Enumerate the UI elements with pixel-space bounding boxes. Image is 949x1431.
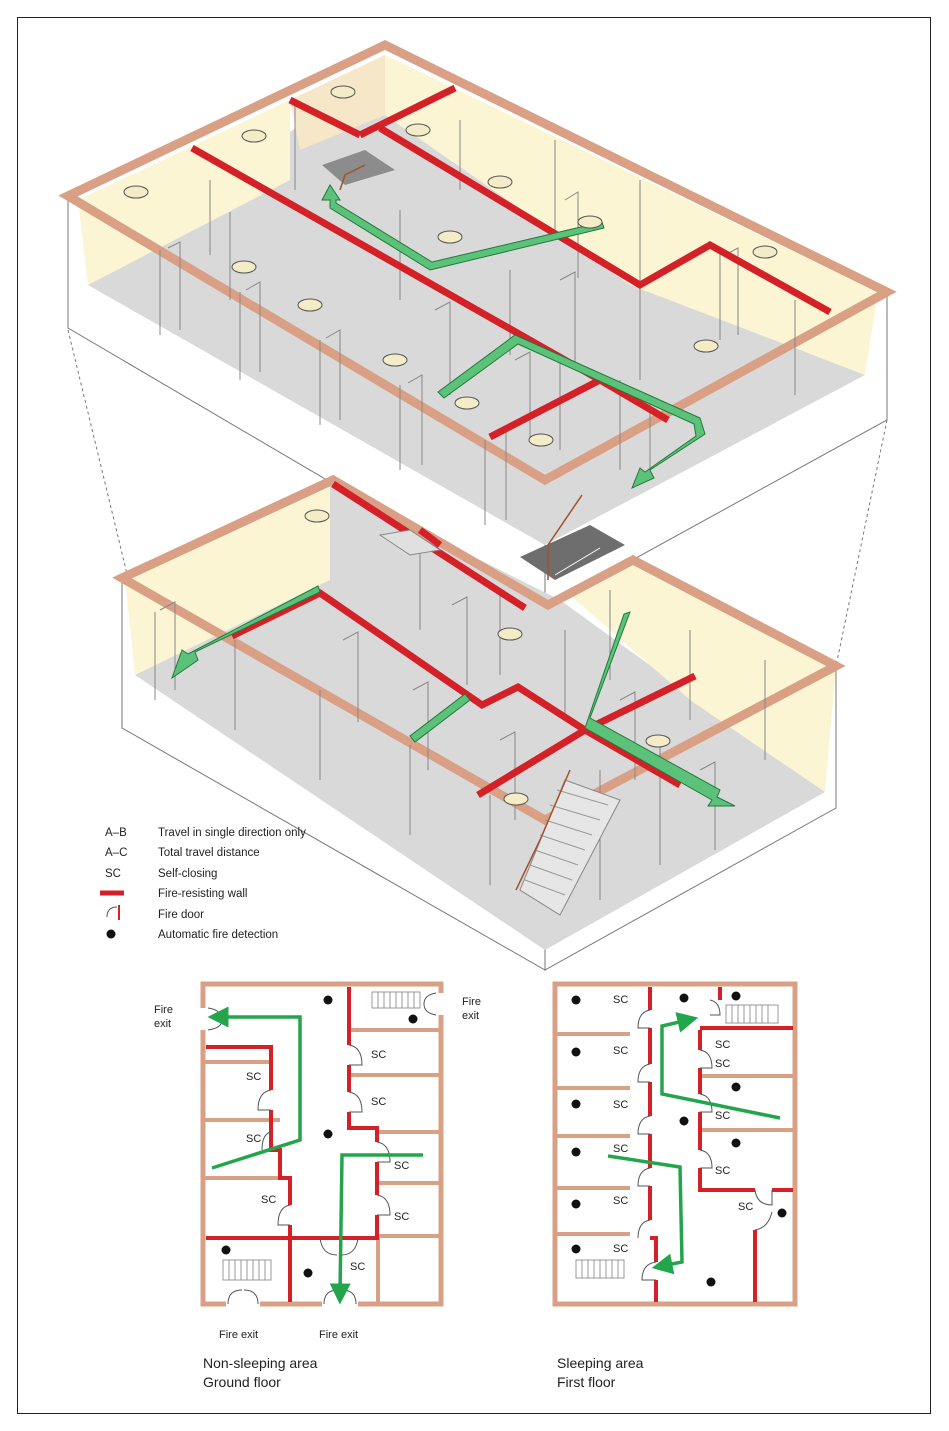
upper-floor-3d	[58, 40, 897, 667]
first-floor-detectors	[571, 991, 787, 1287]
fire-exit-right-label-2: exit	[462, 1010, 479, 1022]
sc-label: SC	[613, 1143, 628, 1155]
sc-label: SC	[613, 1195, 628, 1207]
legend-key-ac: A–C	[105, 847, 127, 859]
lower-floor-3d	[112, 474, 846, 971]
ground-floor-caption-2: Ground floor	[203, 1374, 281, 1390]
fire-exit-right-label-1: Fire	[462, 996, 481, 1008]
sc-label: SC	[738, 1201, 753, 1213]
sc-label: SC	[613, 1045, 628, 1057]
fire-exit-bottom-left-label: Fire exit	[219, 1329, 258, 1341]
legend: A–B Travel in single direction only A–C …	[100, 827, 306, 941]
sc-label: SC	[261, 1194, 276, 1206]
first-floor-caption-1: Sleeping area	[557, 1355, 644, 1371]
sc-label: SC	[246, 1071, 261, 1083]
sc-label: SC	[394, 1160, 409, 1172]
sc-label: SC	[715, 1110, 730, 1122]
fire-exit-bottom-mid-label: Fire exit	[319, 1329, 358, 1341]
legend-text-detection: Automatic fire detection	[158, 929, 278, 941]
ground-floor-caption-1: Non-sleeping area	[203, 1355, 318, 1371]
sc-label: SC	[371, 1049, 386, 1061]
fire-detector-group-lower	[304, 509, 671, 806]
sc-label: SC	[613, 1099, 628, 1111]
fire-detector-group-upper	[123, 85, 778, 447]
sc-label: SC	[715, 1039, 730, 1051]
sc-label: SC	[715, 1165, 730, 1177]
sc-label: SC	[715, 1058, 730, 1070]
first-floor-plan: SC SC SC SC SC SC SC SC SC SC SC Sleepin…	[552, 981, 798, 1390]
legend-key-sc: SC	[105, 868, 121, 880]
sc-label: SC	[371, 1096, 386, 1108]
legend-text-ac: Total travel distance	[158, 847, 260, 859]
legend-key-ab: A–B	[105, 827, 127, 839]
ground-floor-detectors	[221, 995, 418, 1278]
figure-frame	[17, 17, 931, 1414]
legend-text-wall: Fire-resisting wall	[158, 888, 247, 900]
sc-label: SC	[246, 1133, 261, 1145]
legend-text-ab: Travel in single direction only	[158, 827, 306, 839]
legend-text-door: Fire door	[158, 909, 204, 921]
sc-label: SC	[394, 1211, 409, 1223]
sc-label: SC	[613, 994, 628, 1006]
sc-label: SC	[350, 1261, 365, 1273]
ground-floor-plan: Fire exit Fire exit Fire exit Fire exit …	[154, 981, 481, 1390]
legend-text-sc: Self-closing	[158, 868, 217, 880]
fire-detection-icon	[106, 929, 116, 939]
first-floor-caption-2: First floor	[557, 1374, 616, 1390]
fire-exit-left-label-1: Fire	[154, 1004, 173, 1016]
fire-door-icon	[106, 905, 120, 920]
fire-exit-left-label-2: exit	[154, 1018, 171, 1030]
sc-label: SC	[613, 1243, 628, 1255]
